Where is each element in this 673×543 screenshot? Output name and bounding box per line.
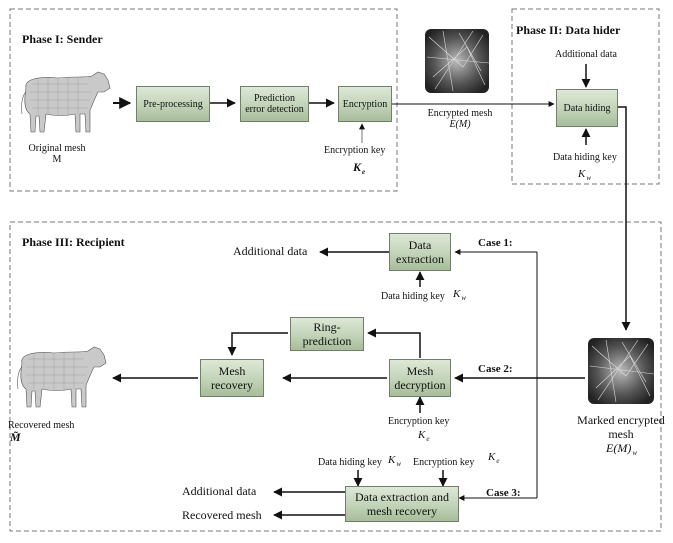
recovered-mesh-label: Recovered mesh: [8, 420, 75, 431]
encryption-key-label: Encryption key: [324, 145, 386, 156]
phase1-frame: [9, 8, 398, 192]
encryption-key-case2-label: Encryption key: [388, 416, 450, 427]
additional-data-output-case1: Additional data: [233, 244, 308, 258]
encrypted-mesh-icon: [425, 29, 490, 93]
phase3-title: Phase III: Recipient: [22, 235, 125, 249]
arrow-ring-recovery: [227, 332, 288, 356]
phase1-title: Phase I: Sender: [22, 32, 103, 46]
arrow-decryption-ring: [367, 328, 421, 358]
data-hiding-key-case1-label: Data hiding key: [381, 291, 445, 302]
original-mesh-label: Original mesh M: [28, 143, 86, 165]
data-hiding-key-case1-symbol: Kw: [453, 288, 467, 303]
data-hiding-box: Data hiding: [556, 89, 618, 127]
additional-data-input-label: Additional data: [555, 49, 617, 60]
recovered-mesh-symbol: M̃: [10, 430, 21, 444]
case2-label: Case 2:: [478, 363, 513, 375]
original-mesh-cow-icon: [21, 71, 111, 133]
data-hiding-key-case3-label: Data hiding key: [318, 457, 382, 468]
phase2-frame: [511, 8, 660, 185]
additional-data-output-case3: Additional data: [182, 484, 257, 498]
encryption-key-case3-label: Encryption key: [413, 457, 475, 468]
case3-label: Case 3:: [486, 487, 521, 499]
arrow-datahiding-marked: [618, 106, 631, 331]
marked-encrypted-mesh-label: Marked encrypted mesh E(M)w: [577, 413, 665, 457]
recovered-mesh-cow-icon: [17, 346, 107, 408]
encryption-key-symbol: Ke: [353, 160, 366, 176]
data-hiding-key-label: Data hiding key: [553, 152, 617, 163]
data-hiding-key-symbol: Kw: [578, 168, 592, 183]
preprocessing-box: Pre-processing: [136, 86, 210, 122]
marked-encrypted-mesh-icon: [588, 338, 655, 404]
case1-label: Case 1:: [478, 237, 513, 249]
encryption-key-case2-symbol: Ke: [418, 429, 430, 444]
encryption-box: Encryption: [338, 86, 392, 122]
recovered-mesh-output-case3: Recovered mesh: [182, 508, 262, 522]
data-hiding-key-case3-symbol: Kw: [388, 454, 402, 469]
phase2-title: Phase II: Data hider: [516, 23, 621, 37]
encryption-key-case3-symbol: Ke: [488, 451, 500, 466]
ring-prediction-box: Ring-prediction: [290, 317, 364, 351]
encrypted-mesh-label: Encrypted mesh E(M): [427, 108, 493, 130]
phase3-frame: [9, 221, 662, 532]
